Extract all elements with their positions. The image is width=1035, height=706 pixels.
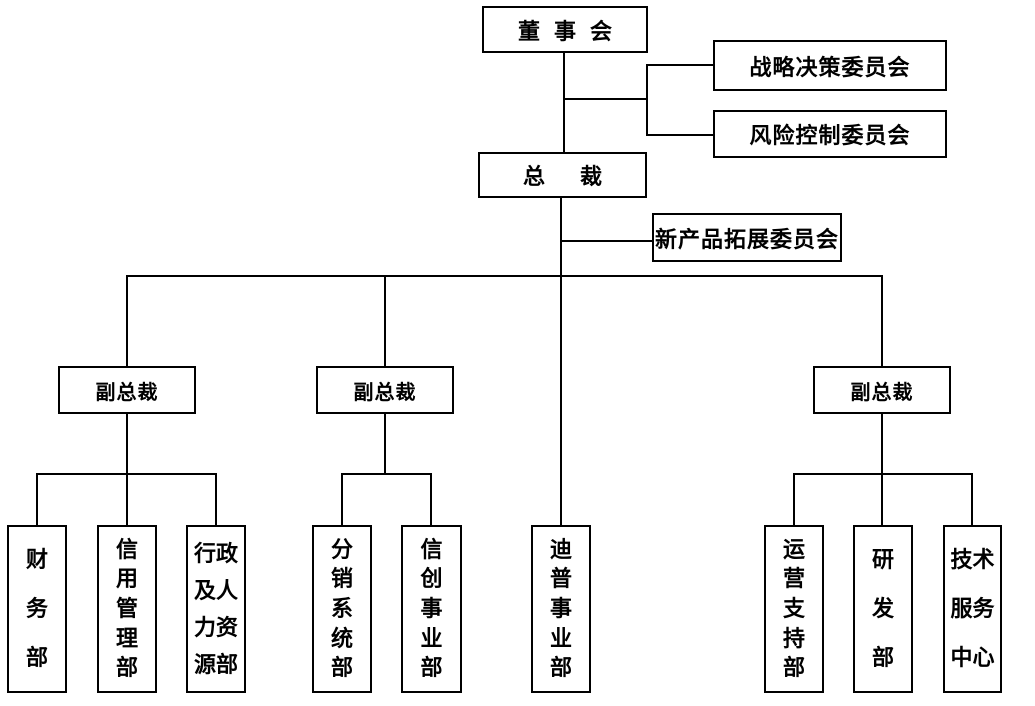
node-dept-distribution-system: 分销系统部 <box>312 525 372 693</box>
board-of-directors-label: 董事会 <box>517 18 626 44</box>
connector-president-to-dipu <box>560 197 562 525</box>
node-board-of-directors: 董事会 <box>482 6 648 53</box>
node-dept-finance: 财务部 <box>7 525 67 693</box>
connector-drop-rnd <box>881 474 883 525</box>
connector-committees-vertical <box>646 64 648 136</box>
strategy-decision-committee-label: 战略决策委员会 <box>749 54 911 80</box>
node-dept-xinchuang-business: 信创事业部 <box>401 525 462 693</box>
connector-drop-operations-support <box>793 474 795 525</box>
node-vice-president-middle: 副总裁 <box>316 366 454 414</box>
president-label: 总裁 <box>522 164 637 189</box>
connector-drop-distribution <box>341 474 343 525</box>
connector-board-to-president <box>563 53 565 152</box>
connector-drop-admin-hr <box>215 474 217 525</box>
connector-drop-xinchuang <box>430 474 432 525</box>
connector-branch-to-committees <box>563 98 648 100</box>
risk-control-committee-label: 风险控制委员会 <box>749 123 911 148</box>
vice-president-right-label: 副总裁 <box>850 381 914 404</box>
node-risk-control-committee: 风险控制委员会 <box>713 110 947 158</box>
vice-president-left-label: 副总裁 <box>95 381 159 404</box>
node-dept-dipu-business: 迪普事业部 <box>531 525 591 693</box>
new-product-development-committee-label: 新产品拓展委员会 <box>654 226 839 252</box>
node-dept-rnd: 研发部 <box>853 525 913 693</box>
connector-drop-vp-middle <box>384 276 386 366</box>
node-dept-credit-management: 信用管理部 <box>97 525 157 693</box>
node-vice-president-right: 副总裁 <box>813 366 951 414</box>
node-dept-tech-service-center: 技术服务中心 <box>943 525 1002 693</box>
connector-main-distribution <box>126 275 883 277</box>
node-dept-admin-hr: 行政及人力资源部 <box>186 525 246 693</box>
connector-vp-middle-to-depts <box>384 414 386 474</box>
connector-drop-tech-service <box>971 474 973 525</box>
connector-drop-vp-right <box>881 276 883 366</box>
connector-drop-finance <box>36 474 38 525</box>
node-new-product-development-committee: 新产品拓展委员会 <box>652 213 842 262</box>
connector-vp-right-to-depts <box>881 414 883 474</box>
connector-drop-vp-left <box>126 276 128 366</box>
connector-branch-new-product <box>562 240 652 242</box>
connector-right-dept-bus <box>793 473 973 475</box>
node-president: 总裁 <box>478 152 647 198</box>
node-strategy-decision-committee: 战略决策委员会 <box>713 40 947 91</box>
connector-stub-strategy-committee <box>648 64 713 66</box>
connector-drop-credit <box>126 474 128 525</box>
connector-stub-risk-committee <box>648 134 713 136</box>
node-vice-president-left: 副总裁 <box>58 366 196 414</box>
node-dept-operations-support: 运营支持部 <box>764 525 824 693</box>
connector-middle-dept-bus <box>341 473 432 475</box>
connector-vp-left-to-depts <box>126 414 128 474</box>
vice-president-middle-label: 副总裁 <box>353 381 417 404</box>
